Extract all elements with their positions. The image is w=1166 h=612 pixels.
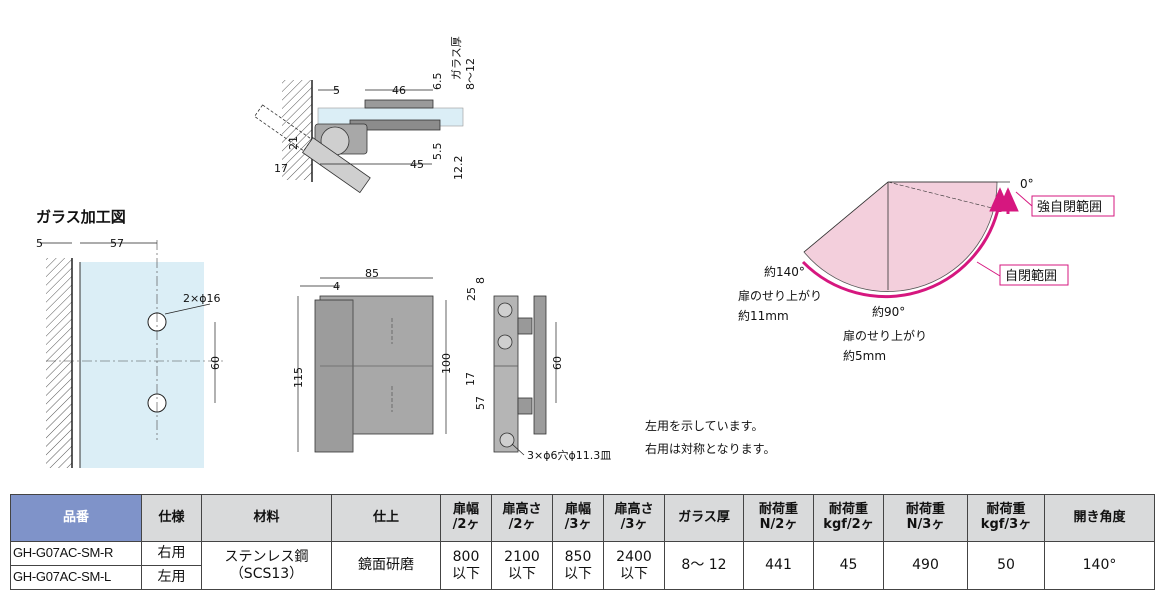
header-finish: 仕上 [331, 494, 441, 542]
dim-4: 4 [333, 280, 340, 293]
dim-5-5: 5.5 [431, 143, 444, 161]
glass-thickness-label: ガラス厚 [450, 36, 463, 80]
dim-60-glass: 60 [209, 356, 222, 370]
dim-5-top: 5 [333, 84, 340, 97]
header-door-height-2: 扉高さ/2ヶ [491, 494, 553, 542]
cell-material: ステンレス鋼（SCS13） [201, 541, 332, 590]
strong-self-closing-label: 強自閉範囲 [1037, 200, 1102, 215]
dim-17-top: 17 [274, 162, 288, 175]
self-closing-label: 自閉範囲 [1005, 269, 1057, 284]
screw-hole [499, 432, 515, 448]
dim-115: 115 [292, 367, 305, 388]
glass-thickness-range: 8～12 [464, 58, 477, 90]
header-opening-angle: 開き角度 [1044, 494, 1155, 542]
wall-hatch [282, 80, 312, 180]
cell-opening-angle: 140° [1044, 541, 1155, 590]
wall-hatch-left [46, 258, 72, 468]
side-view: 25 8 17 57 60 3×ϕ6穴ϕ11.3皿 [464, 277, 611, 462]
lift-140-amount: 約11mm [738, 308, 789, 323]
dim-57-side: 57 [474, 396, 487, 410]
glass-processing-title: ガラス加工図 [36, 208, 126, 226]
table-row: GH-G07AC-SM-L 左用 [10, 565, 1155, 590]
top-view: 5 46 6.5 ガラス厚 8～12 21 5.5 12.2 45 17 [253, 36, 477, 194]
glass-processing-view: ガラス加工図 5 57 2×ϕ16 60 [36, 208, 224, 468]
side-body [493, 295, 519, 453]
spec-table: 品番 仕様 材料 仕上 扉幅/2ヶ 扉高さ/2ヶ 扉幅/3ヶ 扉高さ/3ヶ ガラ… [10, 494, 1155, 590]
opening-angle-diagram: 0° 強自閉範囲 自閉範囲 約140° 扉のせり上がり 約11mm 約90° 扉… [738, 177, 1115, 363]
dim-57-glass: 57 [110, 237, 124, 250]
technical-drawing: 5 46 6.5 ガラス厚 8～12 21 5.5 12.2 45 17 ガラス… [36, 36, 1115, 468]
header-door-height-3: 扉高さ/3ヶ [603, 494, 665, 542]
glass-panel [80, 262, 204, 468]
header-door-width-3: 扉幅/3ヶ [552, 494, 604, 542]
cell-glass-thickness: 8～ 12 [664, 541, 744, 590]
door-open-position [253, 104, 371, 194]
cell-load-kgf-2: 45 [813, 541, 884, 590]
table-header-row: 品番 仕様 材料 仕上 扉幅/2ヶ 扉高さ/2ヶ 扉幅/3ヶ 扉高さ/3ヶ ガラ… [10, 494, 1155, 542]
dim-5-glass: 5 [36, 237, 43, 250]
dim-17-side: 17 [464, 372, 477, 386]
hole-diameter: 2×ϕ16 [183, 292, 220, 305]
product-code-r: GH-G07AC-SM-R [10, 541, 142, 566]
dim-25: 25 [465, 287, 478, 301]
header-code: 品番 [10, 494, 142, 542]
spec-left: 左用 [141, 565, 202, 590]
cell-load-kgf-3: 50 [967, 541, 1045, 590]
self-closing-arc [801, 204, 1001, 299]
dim-100: 100 [440, 353, 453, 374]
product-code-l: GH-G07AC-SM-L [10, 565, 142, 590]
lift-90-amount: 約5mm [843, 348, 886, 363]
lift-90-label: 扉のせり上がり [843, 328, 927, 343]
dim-45: 45 [410, 158, 424, 171]
dim-46: 46 [392, 84, 406, 97]
screw-hole-spec: 3×ϕ6穴ϕ11.3皿 [527, 448, 611, 462]
dim-6-5: 6.5 [431, 73, 444, 91]
dim-21: 21 [287, 136, 300, 150]
header-spec: 仕様 [141, 494, 202, 542]
cell-load-n-3: 490 [883, 541, 968, 590]
header-material: 材料 [201, 494, 332, 542]
angle-0-label: 0° [1020, 177, 1034, 191]
header-glass-thickness: ガラス厚 [664, 494, 744, 542]
front-view: 85 4 115 100 [292, 267, 453, 453]
spec-right: 右用 [141, 541, 202, 566]
header-door-width-2: 扉幅/2ヶ [440, 494, 492, 542]
dim-85: 85 [365, 267, 379, 280]
dim-8: 8 [474, 277, 487, 284]
angle-90-label: 約90° [872, 304, 905, 319]
opening-sector [803, 181, 998, 292]
cell-load-n-2: 441 [743, 541, 814, 590]
dim-12-2: 12.2 [452, 156, 465, 181]
note-right-symmetric: 右用は対称となります。 [645, 441, 775, 456]
dim-60-side: 60 [551, 356, 564, 370]
cell-finish: 鏡面研磨 [331, 541, 441, 590]
angle-140-label: 約140° [764, 264, 805, 279]
lift-140-label: 扉のせり上がり [738, 288, 822, 303]
note-left-shown: 左用を示しています。 [645, 418, 763, 433]
